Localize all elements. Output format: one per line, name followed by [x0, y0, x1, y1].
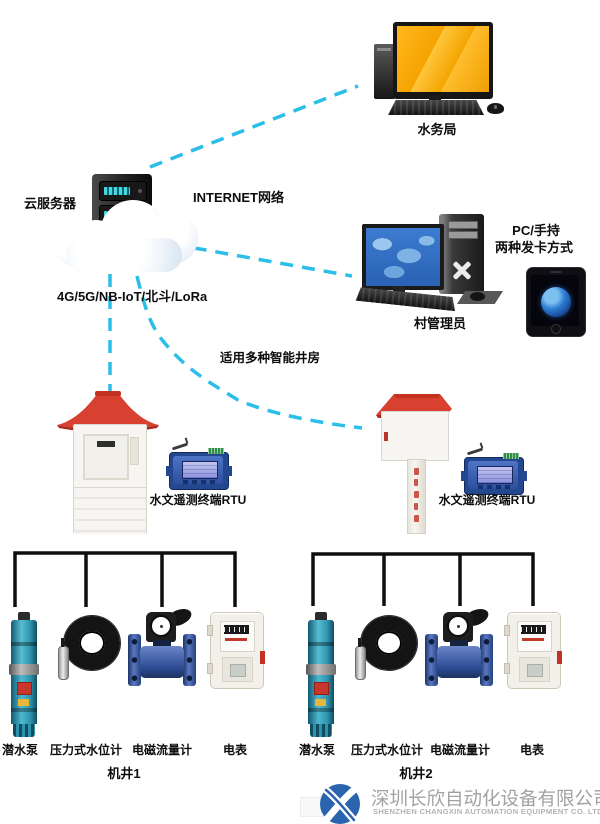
electric-meter-icon [504, 612, 562, 689]
monitor-map-icon [362, 224, 444, 290]
rtu-device-icon [461, 447, 527, 495]
device-label-meter: 电表 [222, 743, 248, 757]
cloud-server-label: 云服务器 [24, 196, 77, 211]
lcd-screen [182, 461, 218, 479]
globe-icon [541, 287, 571, 317]
internet-link-line [149, 84, 359, 169]
device-label-pump: 潜水泵 [1, 743, 39, 757]
water-level-gauge-coil-icon [355, 616, 417, 680]
rtu-device-icon [166, 442, 232, 490]
submersible-pump-icon [305, 612, 337, 737]
wiring-bus-right [311, 552, 535, 606]
village-admin-label: 村管理员 [413, 316, 467, 331]
well-house-cabinet-icon [73, 424, 147, 534]
device-label-meter: 电表 [519, 743, 545, 757]
cabinet-louvers [74, 487, 146, 534]
well-group-name: 机井2 [399, 766, 433, 781]
mouse-icon [470, 292, 485, 301]
keyboard-icon [388, 100, 484, 115]
monitor-stand [429, 95, 441, 103]
monitor-stand [393, 286, 405, 295]
device-label-gauge: 压力式水位计 [49, 743, 123, 757]
terminal-block [208, 448, 224, 454]
flowmeter-dial [447, 615, 469, 637]
submersible-pump-icon [8, 612, 40, 737]
electromagnetic-flowmeter-icon [128, 605, 196, 686]
card-method-line2: 两种发卡方式 [494, 240, 574, 255]
admin-link-line [171, 242, 353, 278]
well-group-name: 机井1 [107, 766, 141, 781]
terminal-block [503, 453, 519, 459]
electric-meter-icon [207, 612, 265, 689]
electromagnetic-flowmeter-icon [425, 605, 493, 686]
monitor-icon [393, 22, 493, 99]
rtu-buttons [478, 485, 512, 489]
lcd-screen [477, 466, 513, 484]
wiring-bus-left [13, 551, 237, 607]
mouse-icon [487, 103, 504, 114]
rtu-label-left: 水文遥测终端RTU [149, 493, 247, 507]
pressure-probe [355, 638, 366, 680]
water-level-gauge-coil-icon [58, 616, 120, 680]
rtu-buttons [183, 480, 217, 484]
cloud-icon [58, 196, 198, 276]
well-house-box-icon [381, 411, 449, 461]
company-name-en: SHENZHEN CHANGXIN AUTOMATION EQUIPMENT C… [373, 807, 600, 816]
company-name-cn: 深圳长欣自动化设备有限公司 [371, 788, 600, 809]
computer-tower-icon [439, 214, 484, 294]
computer-tower-icon [374, 44, 395, 99]
device-label-gauge: 压力式水位计 [350, 743, 424, 757]
company-logo-icon [320, 784, 360, 824]
smartphone-icon [526, 267, 586, 337]
device-label-flowmeter: 电磁流量计 [131, 743, 193, 757]
internet-label: INTERNET网络 [193, 190, 285, 205]
water-bureau-label: 水务局 [417, 122, 457, 137]
tower-emblem [451, 260, 473, 282]
device-label-flowmeter: 电磁流量计 [429, 743, 491, 757]
device-label-pump: 潜水泵 [298, 743, 336, 757]
cabinet-door [83, 434, 129, 480]
flowmeter-dial [150, 615, 172, 637]
card-method-line1: PC/手持 [512, 223, 560, 238]
rtu-label-right: 水文遥测终端RTU [438, 493, 536, 507]
pressure-probe [58, 638, 69, 680]
mounting-post [407, 459, 426, 534]
protocols-label: 4G/5G/NB-IoT/北斗/LoRa [57, 289, 208, 304]
wellhouse-note: 适用多种智能井房 [220, 351, 321, 365]
